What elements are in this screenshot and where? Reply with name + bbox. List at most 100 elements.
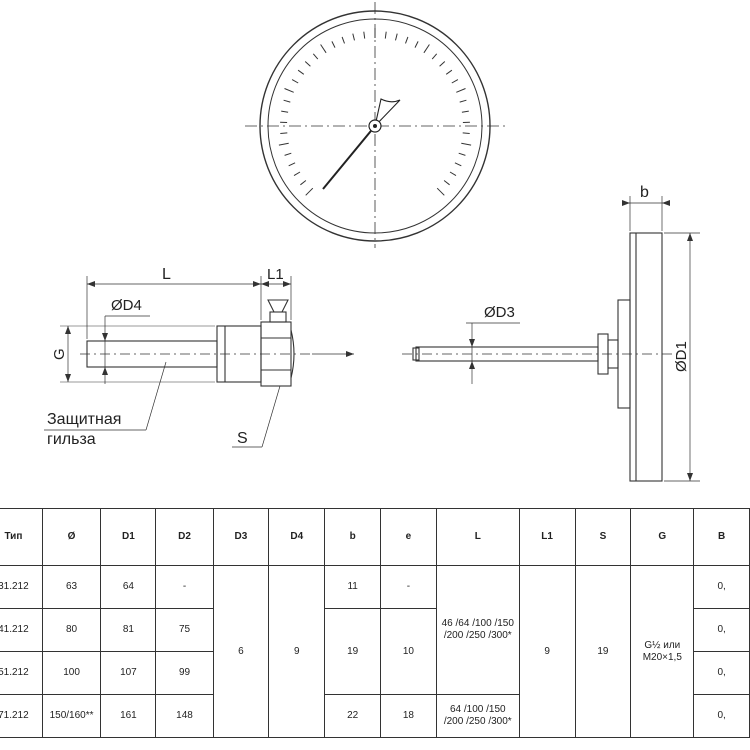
cell-type: 71.212 bbox=[0, 694, 43, 738]
cell-b: 22 bbox=[324, 694, 382, 738]
scale-tick bbox=[291, 79, 299, 84]
scale-tick bbox=[331, 41, 336, 48]
scale-tick bbox=[461, 142, 472, 146]
dial-scale-ticks bbox=[278, 28, 472, 196]
scale-tick bbox=[395, 33, 398, 41]
label-b: b bbox=[640, 184, 649, 201]
cell-l1: 9 bbox=[518, 565, 576, 738]
scale-tick bbox=[341, 36, 345, 44]
scale-tick bbox=[461, 110, 469, 113]
scale-tick bbox=[436, 187, 445, 196]
cell-d2: - bbox=[155, 565, 214, 609]
scale-tick bbox=[445, 69, 453, 75]
cell-d2: 99 bbox=[155, 651, 214, 695]
cell-e: 18 bbox=[380, 694, 437, 738]
label-D1: ØD1 bbox=[673, 341, 690, 372]
scale-tick bbox=[423, 44, 430, 54]
col-header: B bbox=[693, 508, 750, 566]
cell-B: 0, bbox=[693, 565, 750, 609]
scale-tick bbox=[283, 99, 291, 103]
cell-d1: 161 bbox=[100, 694, 157, 738]
dial-front-view bbox=[245, 2, 505, 248]
dial-pointer bbox=[322, 125, 376, 190]
cell-b: 19 bbox=[324, 608, 382, 695]
scale-tick bbox=[456, 88, 466, 93]
col-header: L bbox=[435, 508, 520, 566]
cell-B: 0, bbox=[693, 608, 750, 652]
col-header: Ø bbox=[41, 508, 102, 566]
cell-diameter: 100 bbox=[41, 651, 102, 695]
scale-tick bbox=[439, 61, 446, 67]
scale-tick bbox=[281, 110, 289, 113]
pointer-counterweight bbox=[374, 98, 401, 128]
table-header-row: Тип Ø D1 D2 D3 D4 b e L L1 S G B bbox=[0, 508, 750, 566]
scale-tick bbox=[278, 142, 289, 146]
label-sleeve-line2: гильза bbox=[47, 431, 96, 448]
label-L: L bbox=[162, 266, 171, 283]
col-header: e bbox=[380, 508, 437, 566]
spec-table-wrapper: Тип Ø D1 D2 D3 D4 b e L L1 S G B 31.212 … bbox=[0, 508, 750, 738]
table-row: 41.212 80 81 75 19 10 0, bbox=[0, 608, 750, 695]
col-header: S bbox=[574, 508, 632, 566]
table-row: 71.212 150/160** 161 148 22 18 64 /100 /… bbox=[0, 694, 750, 738]
col-header: D2 bbox=[155, 508, 214, 566]
scale-tick bbox=[454, 162, 462, 167]
col-header: L1 bbox=[518, 508, 576, 566]
cell-diameter: 63 bbox=[41, 565, 102, 609]
col-header: b bbox=[324, 508, 382, 566]
scale-tick bbox=[443, 180, 450, 186]
scale-tick bbox=[284, 88, 294, 93]
cell-L: 64 /100 /150 /200 /250 /300* bbox=[435, 694, 520, 738]
label-L1: L1 bbox=[267, 266, 284, 283]
scale-tick bbox=[300, 180, 307, 186]
scale-tick bbox=[312, 53, 319, 60]
cell-d1: 81 bbox=[100, 608, 157, 652]
cell-type: 51.212 bbox=[0, 651, 43, 695]
cell-d2: 148 bbox=[155, 694, 214, 738]
cell-type: 41.212 bbox=[0, 608, 43, 652]
col-header: D4 bbox=[268, 508, 326, 566]
scale-tick bbox=[320, 44, 327, 54]
cell-d4: 9 bbox=[268, 565, 326, 738]
cell-L: 46 /64 /100 /150 /200 /250 /300* bbox=[435, 565, 520, 695]
scale-tick bbox=[363, 31, 366, 39]
scale-tick bbox=[384, 31, 387, 39]
scale-tick bbox=[297, 69, 305, 75]
scale-tick bbox=[405, 36, 409, 44]
label-D4: ØD4 bbox=[111, 297, 142, 314]
cell-s: 19 bbox=[574, 565, 632, 738]
scale-tick bbox=[293, 171, 301, 177]
scale-tick bbox=[352, 33, 355, 41]
scale-tick bbox=[458, 152, 466, 156]
cell-d2: 75 bbox=[155, 608, 214, 652]
cell-B: 0, bbox=[693, 694, 750, 738]
scale-tick bbox=[414, 41, 419, 48]
spec-table: Тип Ø D1 D2 D3 D4 b e L L1 S G B 31.212 … bbox=[0, 508, 750, 738]
scale-tick bbox=[431, 53, 438, 60]
scale-tick bbox=[280, 132, 288, 134]
col-header: D3 bbox=[212, 508, 270, 566]
cell-e: - bbox=[380, 565, 437, 609]
col-header: G bbox=[630, 508, 695, 566]
cell-B: 0, bbox=[693, 651, 750, 695]
instrument-side-view bbox=[402, 196, 700, 482]
sleeve-side-view bbox=[44, 276, 354, 448]
cell-diameter: 80 bbox=[41, 608, 102, 652]
label-S: S bbox=[237, 430, 248, 447]
scale-tick bbox=[459, 99, 467, 103]
scale-tick bbox=[288, 162, 296, 167]
label-sleeve-line1: Защитная bbox=[47, 411, 121, 428]
scale-tick bbox=[462, 132, 470, 134]
col-header: D1 bbox=[100, 508, 157, 566]
scale-tick bbox=[451, 79, 459, 84]
scale-tick bbox=[449, 171, 457, 177]
scale-tick bbox=[305, 187, 314, 196]
cell-b: 11 bbox=[324, 565, 382, 609]
col-header: Тип bbox=[0, 508, 43, 566]
cell-type: 31.212 bbox=[0, 565, 43, 609]
label-D3: ØD3 bbox=[484, 304, 515, 321]
cell-d1: 64 bbox=[100, 565, 157, 609]
table-row: 31.212 63 64 - 6 9 11 - 46 /64 /100 /150… bbox=[0, 565, 750, 738]
cell-d3: 6 bbox=[212, 565, 270, 738]
scale-tick bbox=[284, 152, 292, 156]
